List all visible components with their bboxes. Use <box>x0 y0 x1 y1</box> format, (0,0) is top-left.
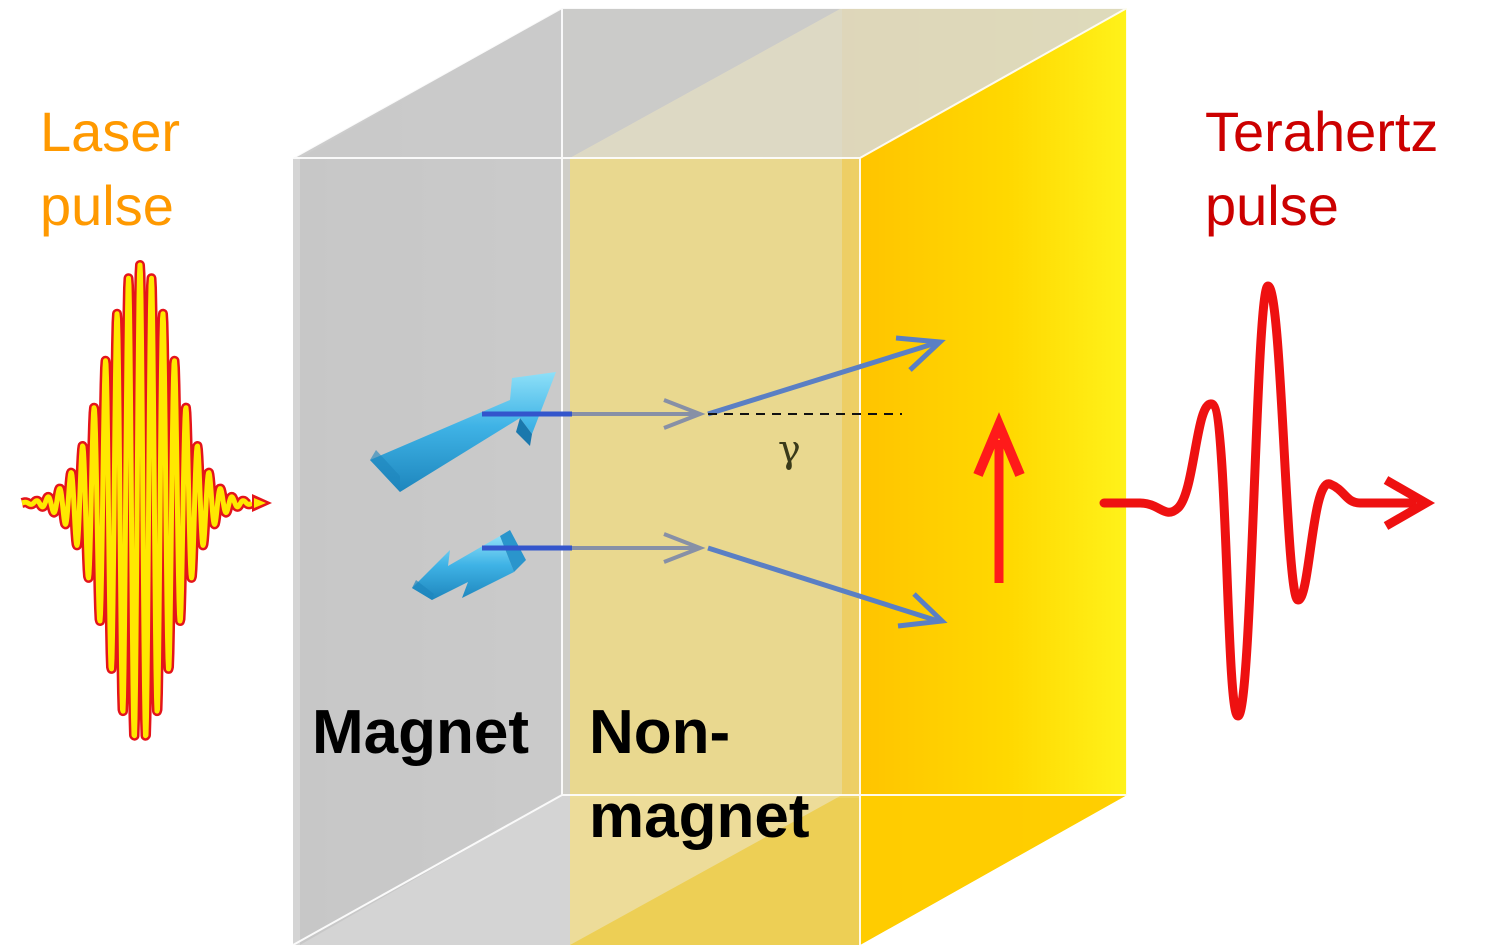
spin-up-arrow-icon <box>370 372 556 492</box>
charge-current-arrow-icon <box>973 412 1025 583</box>
terahertz-label-line1: Terahertz <box>1205 100 1439 163</box>
magnet-front-face <box>293 158 570 945</box>
terahertz-label-line2: pulse <box>1205 174 1339 237</box>
box-edges <box>292 7 1128 946</box>
spin-current-lines <box>482 398 706 564</box>
nonmagnet-label-line2: magnet <box>589 782 810 851</box>
laser-label-line1: Laser <box>40 100 181 163</box>
magnet-label: Magnet <box>312 698 529 767</box>
terahertz-pulse-wave <box>1099 281 1436 721</box>
nonmagnet-label-line1: Non- <box>589 698 731 767</box>
terahertz-pulse-arrowhead <box>1383 476 1436 530</box>
deflected-spin-arrows <box>707 335 948 629</box>
laser-label-line2: pulse <box>40 174 174 237</box>
nonmagnet-highlight <box>570 158 860 798</box>
nonmagnet-top-face <box>570 8 1127 158</box>
box-right-face <box>860 8 1127 945</box>
angle-gamma-label: γ <box>778 427 801 471</box>
spin-down-arrow-icon <box>412 530 526 600</box>
magnet-top-face <box>293 8 842 158</box>
laser-pulse-wave <box>17 260 272 741</box>
